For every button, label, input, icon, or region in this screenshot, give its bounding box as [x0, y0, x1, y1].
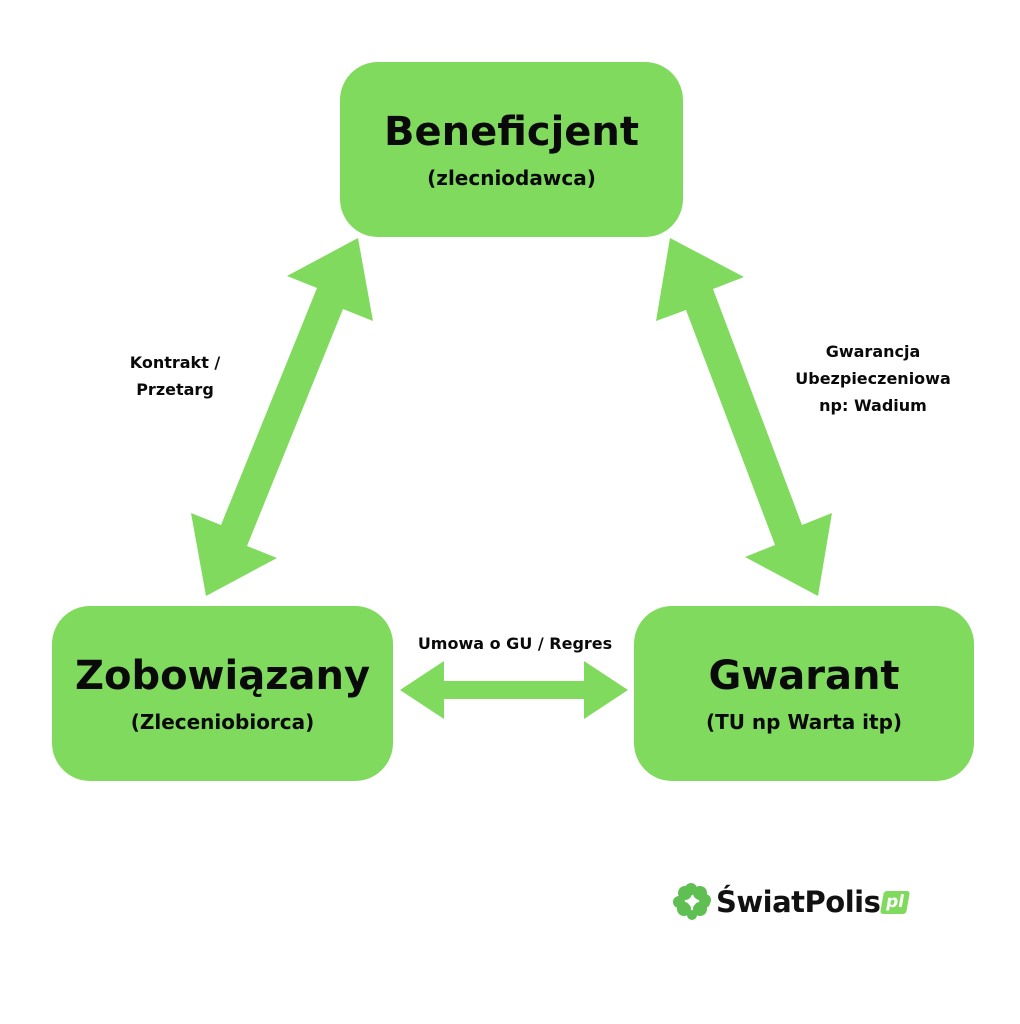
edge-label-agreement: Umowa o GU / Regres — [417, 634, 613, 653]
arrow-contract — [191, 238, 373, 596]
node-guarantor-title: Gwarant — [708, 652, 900, 699]
four-leaf-clover-icon — [673, 883, 711, 920]
brand-badge: pl — [880, 890, 911, 914]
edge-label-guarantee-line2: Ubezpieczeniowa — [795, 369, 951, 388]
edge-label-guarantee: Gwarancja Ubezpieczeniowa np: Wadium — [778, 338, 968, 419]
node-beneficiary-subtitle: (zlecniodawca) — [427, 165, 596, 190]
node-beneficiary: Beneficjent (zlecniodawca) — [340, 62, 683, 237]
edge-label-contract: Kontrakt / Przetarg — [110, 349, 240, 403]
brand-logo: ŚwiatPolis pl — [672, 880, 911, 924]
node-obligor-title: Zobowiązany — [74, 652, 371, 699]
brand-name: ŚwiatPolis — [716, 885, 881, 919]
arrow-agreement — [400, 661, 628, 719]
edge-label-contract-line1: Kontrakt / — [129, 353, 221, 372]
node-obligor: Zobowiązany (Zleceniobiorca) — [52, 606, 393, 781]
edge-label-guarantee-line1: Gwarancja — [825, 342, 921, 361]
node-obligor-subtitle: (Zleceniobiorca) — [130, 709, 315, 734]
edge-label-guarantee-line3: np: Wadium — [819, 396, 927, 415]
node-guarantor-subtitle: (TU np Warta itp) — [705, 709, 903, 734]
node-beneficiary-title: Beneficjent — [383, 108, 640, 155]
node-guarantor: Gwarant (TU np Warta itp) — [634, 606, 974, 781]
edge-label-contract-line2: Przetarg — [136, 380, 214, 399]
arrow-guarantee — [656, 238, 832, 596]
